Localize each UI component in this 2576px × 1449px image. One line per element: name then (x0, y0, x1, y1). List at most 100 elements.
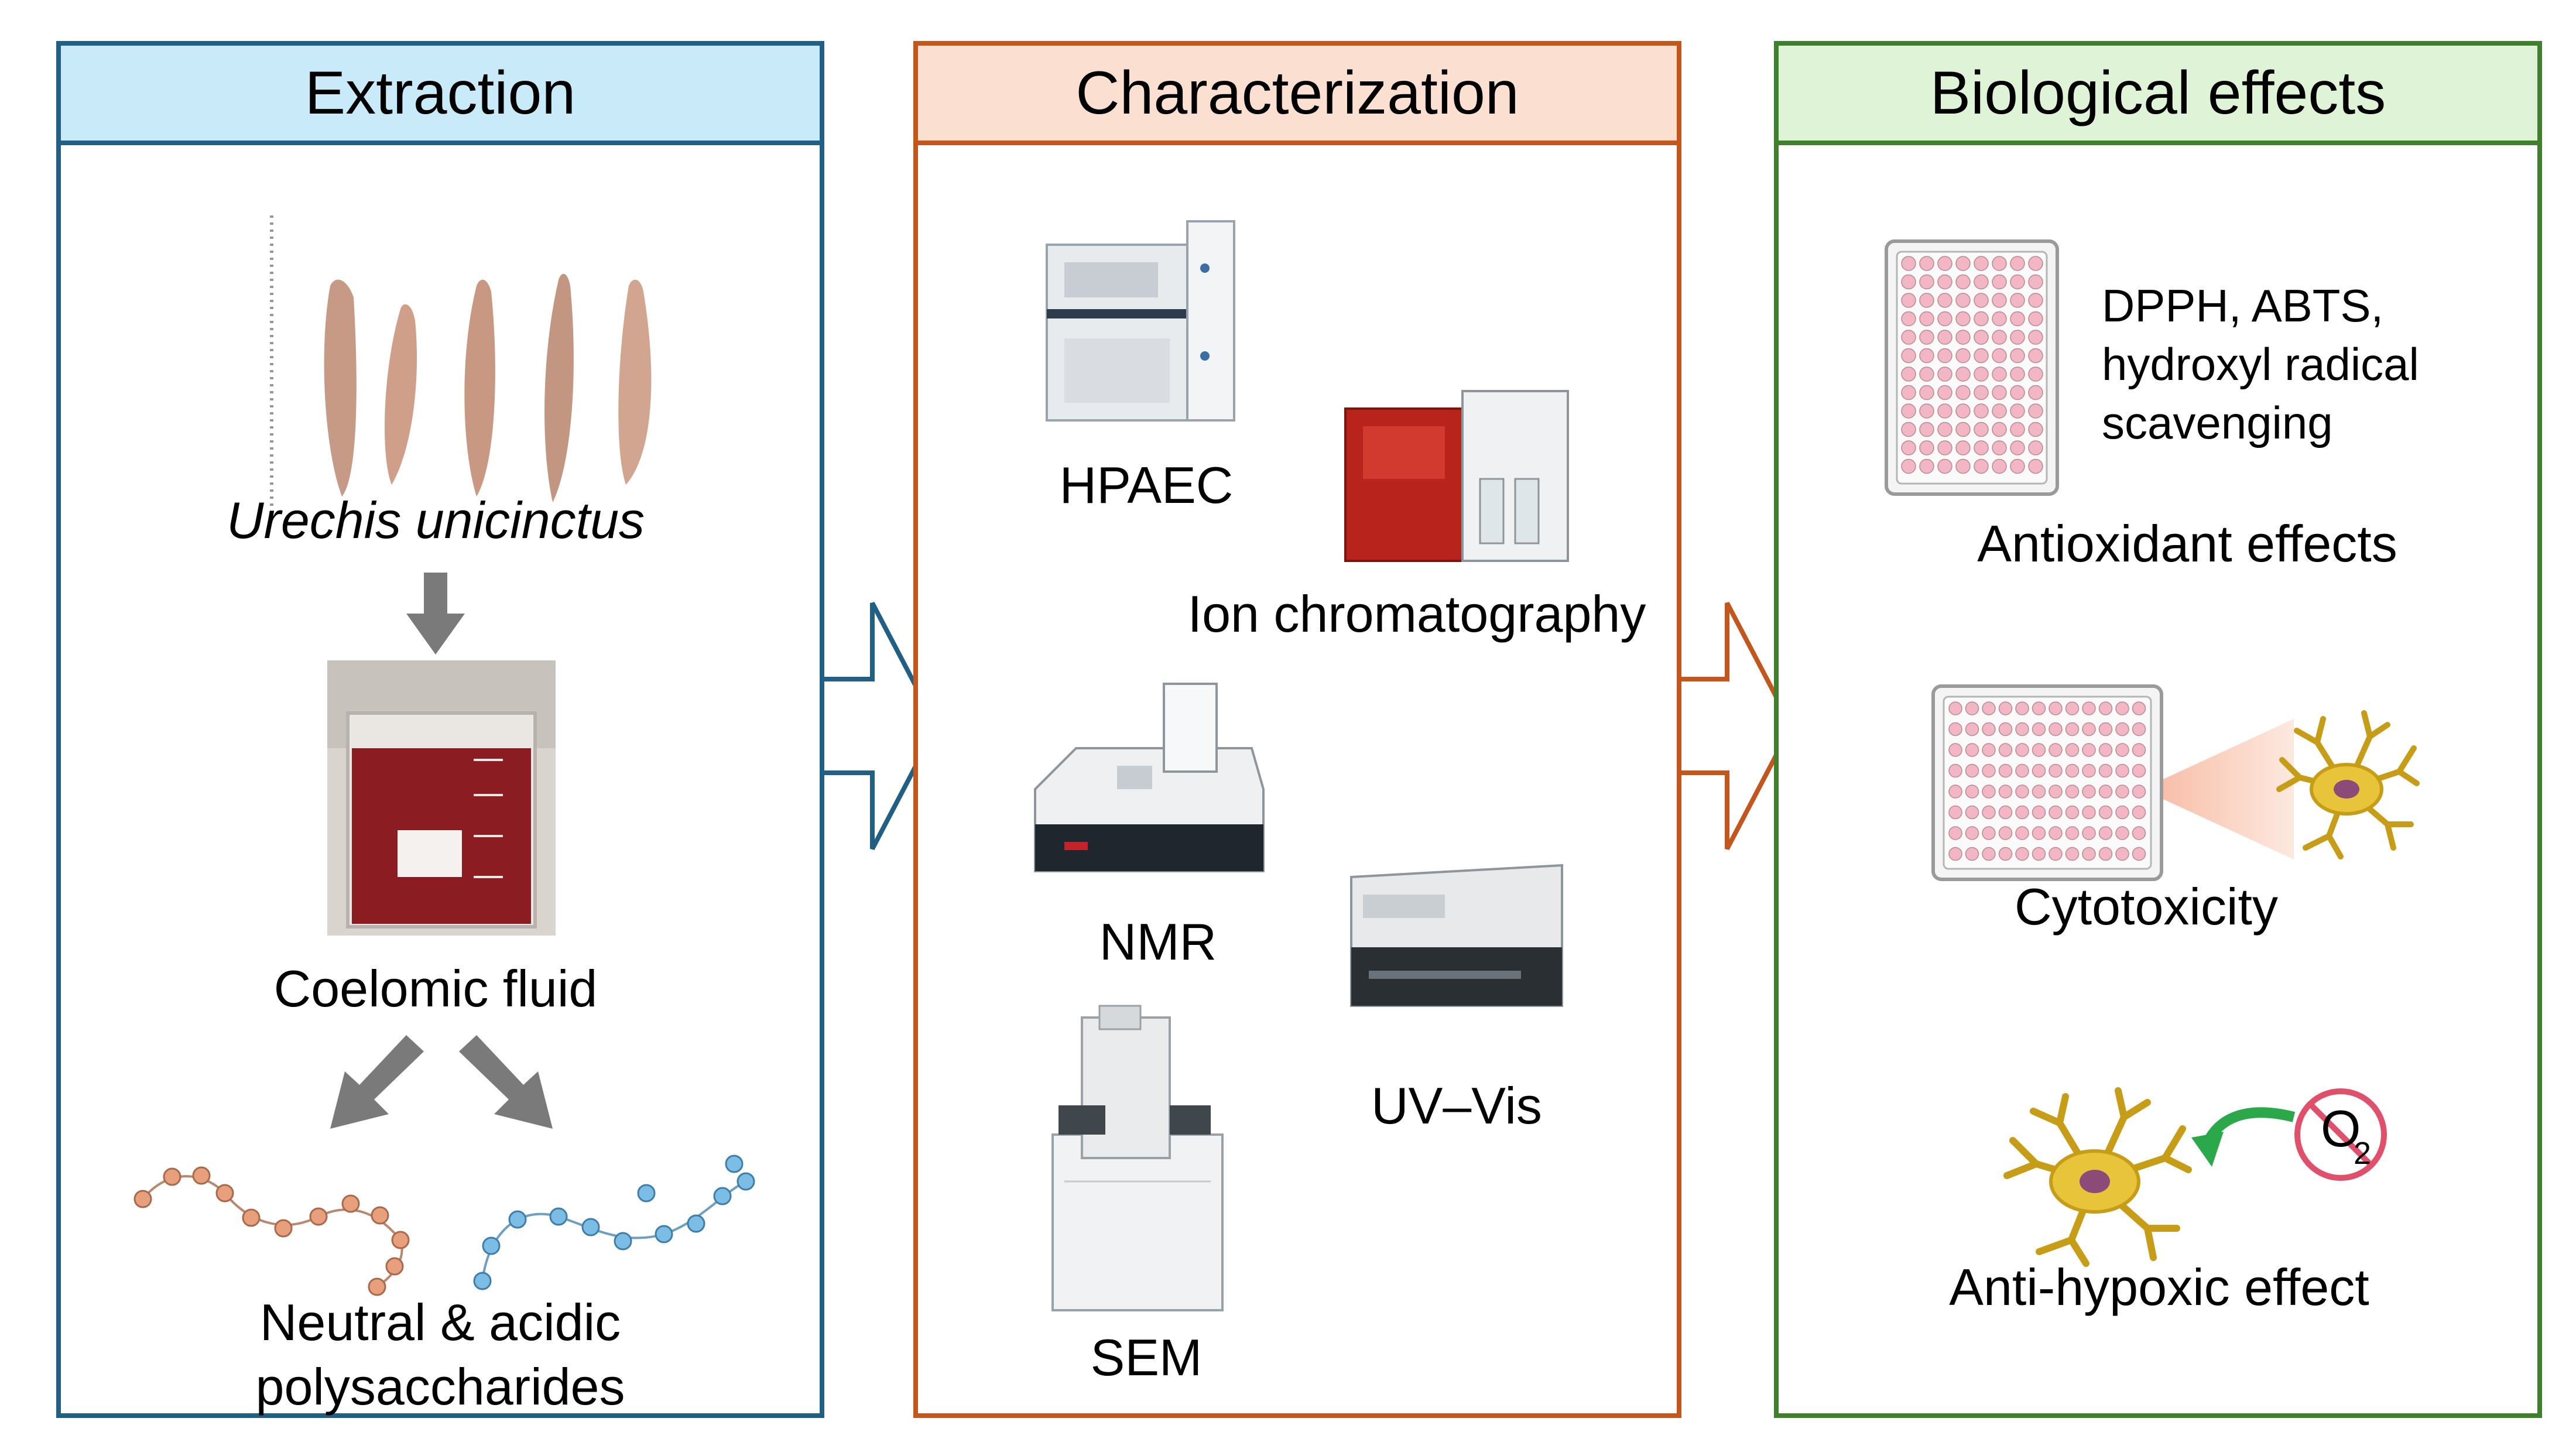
well (1919, 385, 1934, 400)
well (2065, 785, 2080, 799)
biological-panel: Biological effects DPPH, ABTS, hydroxyl … (1774, 41, 2542, 1418)
well (2132, 722, 2146, 737)
well (1965, 701, 1979, 715)
well (1937, 458, 1952, 474)
effect-antioxidant: Antioxidant effects (1977, 515, 2397, 573)
well (1998, 847, 2013, 861)
well (1992, 293, 2007, 308)
well (1998, 743, 2013, 757)
assay-line3: scavenging (2102, 397, 2333, 448)
well (1982, 826, 1996, 840)
well (1992, 458, 2007, 474)
well (1974, 385, 1989, 400)
well (2098, 763, 2113, 778)
well (2098, 805, 2113, 820)
well (2082, 701, 2096, 715)
well (1992, 311, 2007, 327)
well (2049, 701, 2063, 715)
down-arrow (406, 573, 465, 655)
well (1901, 440, 1916, 455)
well (2028, 274, 2043, 290)
well (1998, 785, 2013, 799)
well (1937, 366, 1952, 382)
well (1955, 330, 1971, 345)
well (1974, 366, 1989, 382)
anti-hypoxic-illustration: O 2 (2003, 1087, 2387, 1267)
ion-chromatograph-icon (1344, 390, 1569, 562)
well (2065, 826, 2080, 840)
well (1919, 311, 1934, 327)
well (1901, 311, 1916, 327)
well (2098, 826, 2113, 840)
well (1919, 330, 1934, 345)
well (2028, 348, 2043, 364)
well (1919, 293, 1934, 308)
well (1955, 403, 1971, 419)
assay-line1: DPPH, ABTS, (2102, 280, 2384, 331)
well (1937, 311, 1952, 327)
well (1919, 256, 1934, 271)
well (1955, 274, 1971, 290)
well (2082, 847, 2096, 861)
well (1955, 366, 1971, 382)
well (2098, 743, 2113, 757)
well (1919, 422, 1934, 437)
well (1948, 722, 1962, 737)
well (1919, 348, 1934, 364)
well (2010, 348, 2025, 364)
well (1901, 256, 1916, 271)
well (1982, 805, 1996, 820)
well (1937, 274, 1952, 290)
well (1901, 330, 1916, 345)
well (1948, 805, 1962, 820)
well (1992, 403, 2007, 419)
well (1937, 440, 1952, 455)
split-arrows (330, 1035, 553, 1129)
well (2065, 805, 2080, 820)
well (2115, 722, 2129, 737)
well (1955, 256, 1971, 271)
well (2132, 847, 2146, 861)
well (1948, 701, 1962, 715)
well (2015, 763, 2029, 778)
well (2082, 785, 2096, 799)
well (2032, 826, 2046, 840)
well (1998, 805, 2013, 820)
well (1901, 458, 1916, 474)
well (1982, 701, 1996, 715)
well (1937, 293, 1952, 308)
well (2049, 722, 2063, 737)
well (1965, 785, 1979, 799)
well (2015, 847, 2029, 861)
well (2015, 743, 2029, 757)
well (1955, 311, 1971, 327)
well (2015, 826, 2029, 840)
fluid-label: Coelomic fluid (273, 960, 598, 1018)
well (2098, 785, 2113, 799)
well (1974, 311, 1989, 327)
well (2115, 763, 2129, 778)
method-sem: SEM (1090, 1328, 1203, 1386)
no-oxygen-icon: O 2 (2294, 1088, 2387, 1181)
well (1998, 701, 2013, 715)
well (1992, 440, 2007, 455)
plate-reader-icon (1350, 864, 1563, 1007)
well (2132, 763, 2146, 778)
well (2032, 805, 2046, 820)
well (1982, 847, 1996, 861)
effect-anti-hypoxic: Anti-hypoxic effect (1949, 1258, 2369, 1316)
well (2065, 743, 2080, 757)
well (2032, 743, 2046, 757)
well (1919, 440, 1934, 455)
well (1919, 403, 1934, 419)
sem-microscope-icon (1051, 1005, 1224, 1311)
well (2032, 785, 2046, 799)
well (1937, 422, 1952, 437)
well (1937, 403, 1952, 419)
well (1937, 348, 1952, 364)
well (2132, 701, 2146, 715)
well (2115, 826, 2129, 840)
well (2132, 826, 2146, 840)
well (2028, 440, 2043, 455)
well (2010, 440, 2025, 455)
